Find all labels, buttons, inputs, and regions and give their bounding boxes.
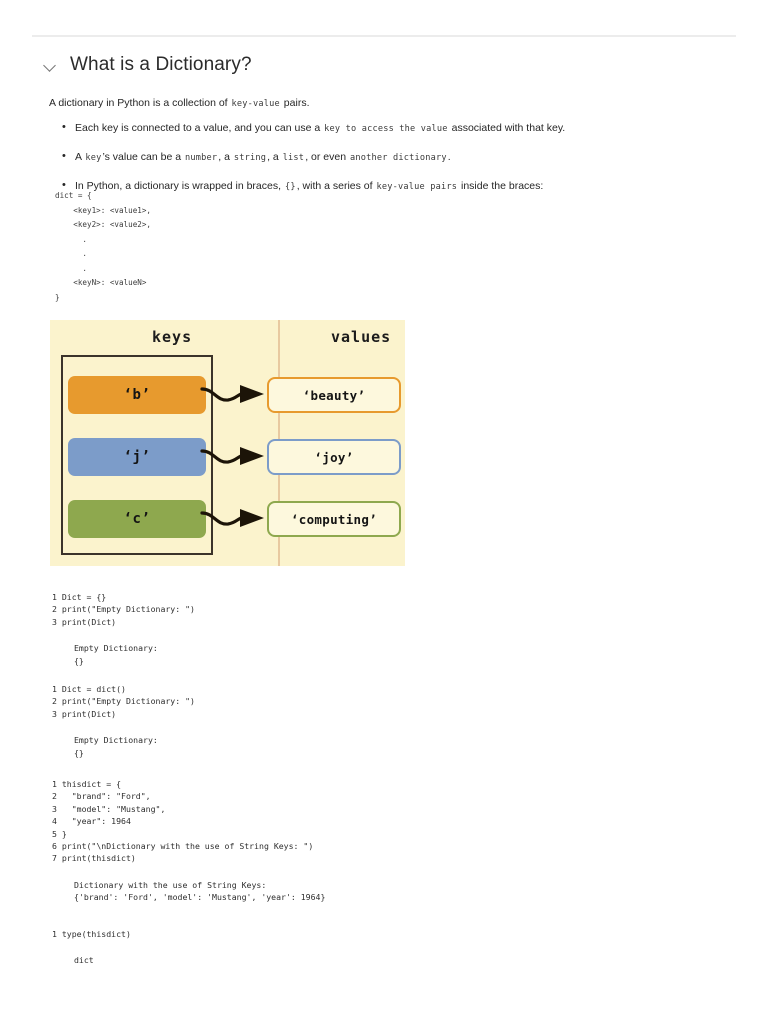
diagram-keys-label: keys (152, 328, 193, 346)
bullet-text: , with a series of (296, 180, 376, 192)
list-item: A key’s value can be a number, a string,… (62, 149, 669, 166)
code-cell-source[interactable]: 1 Dict = {} 2 print("Empty Dictionary: "… (52, 592, 195, 627)
code-cell[interactable]: 1 Dict = dict() 2 print("Empty Dictionar… (52, 683, 692, 759)
inline-code: string (233, 153, 267, 163)
bullet-text: , or even (305, 151, 349, 163)
mapping-arrow-icon (200, 385, 264, 403)
inline-code-key-value: key-value (231, 99, 280, 109)
prose-block: A dictionary in Python is a collection o… (49, 95, 669, 208)
code-cell-output: Empty Dictionary: {} (74, 643, 158, 666)
code-cell-output: dict (74, 955, 94, 966)
mapping-arrow-icon (200, 447, 264, 465)
bullet-text: associated with that key. (448, 122, 566, 134)
bullet-text: , a (218, 151, 233, 163)
code-cell-source[interactable]: 1 Dict = dict() 2 print("Empty Dictionar… (52, 684, 195, 719)
code-cell-output: Empty Dictionary: {} (74, 735, 158, 758)
intro-text-a: A dictionary in Python is a collection o… (49, 97, 231, 109)
dictionary-diagram: keys values ‘b’ ‘j’ ‘c’ ‘beauty’ ‘joy’ ‘… (50, 320, 405, 566)
chevron-down-icon[interactable] (44, 58, 58, 72)
list-item: Each key is connected to a value, and yo… (62, 120, 669, 137)
list-item: In Python, a dictionary is wrapped in br… (62, 178, 669, 195)
bullet-text: ’s value can be a (102, 151, 184, 163)
dict-schema-code: dict = { <key1>: <value1>, <key2>: <valu… (55, 191, 152, 302)
value-box: ‘joy’ (267, 439, 401, 475)
inline-code: number (185, 153, 218, 163)
code-cell-source[interactable]: 1 type(thisdict) (52, 929, 131, 939)
code-cell[interactable]: 1 thisdict = { 2 "brand": "Ford", 3 "mod… (52, 778, 692, 904)
intro-text-b: pairs. (280, 97, 310, 109)
value-box: ‘computing’ (267, 501, 401, 537)
inline-code: list (282, 153, 305, 163)
code-cell-source[interactable]: 1 thisdict = { 2 "brand": "Ford", 3 "mod… (52, 779, 314, 864)
value-box: ‘beauty’ (267, 377, 401, 413)
inline-code: key to access the value (324, 124, 448, 134)
page-title: What is a Dictionary? (70, 54, 252, 75)
key-box: ‘b’ (68, 376, 206, 414)
intro-paragraph: A dictionary in Python is a collection o… (49, 95, 669, 112)
code-cell[interactable]: 1 type(thisdict) dict (52, 928, 692, 967)
bullet-text: inside the braces: (458, 180, 544, 192)
section-header[interactable]: What is a Dictionary? (44, 54, 252, 76)
inline-code: {} (284, 182, 296, 192)
mapping-arrow-icon (200, 509, 264, 527)
bullet-text: , a (267, 151, 282, 163)
code-cell-output: Dictionary with the use of String Keys: … (74, 879, 326, 903)
diagram-values-label: values (331, 328, 392, 346)
bullet-text: In Python, a dictionary is wrapped in br… (75, 180, 284, 192)
key-box: ‘c’ (68, 500, 206, 538)
top-divider (32, 35, 736, 37)
inline-code: key-value pairs (376, 182, 458, 192)
bullet-text: A (75, 151, 85, 163)
inline-code: key (85, 153, 102, 163)
bullet-list: Each key is connected to a value, and yo… (49, 120, 669, 195)
inline-code: another dictionary (349, 153, 447, 163)
bullet-text: . (447, 151, 451, 163)
key-box: ‘j’ (68, 438, 206, 476)
bullet-text: Each key is connected to a value, and yo… (75, 122, 324, 134)
code-cell[interactable]: 1 Dict = {} 2 print("Empty Dictionary: "… (52, 591, 692, 667)
